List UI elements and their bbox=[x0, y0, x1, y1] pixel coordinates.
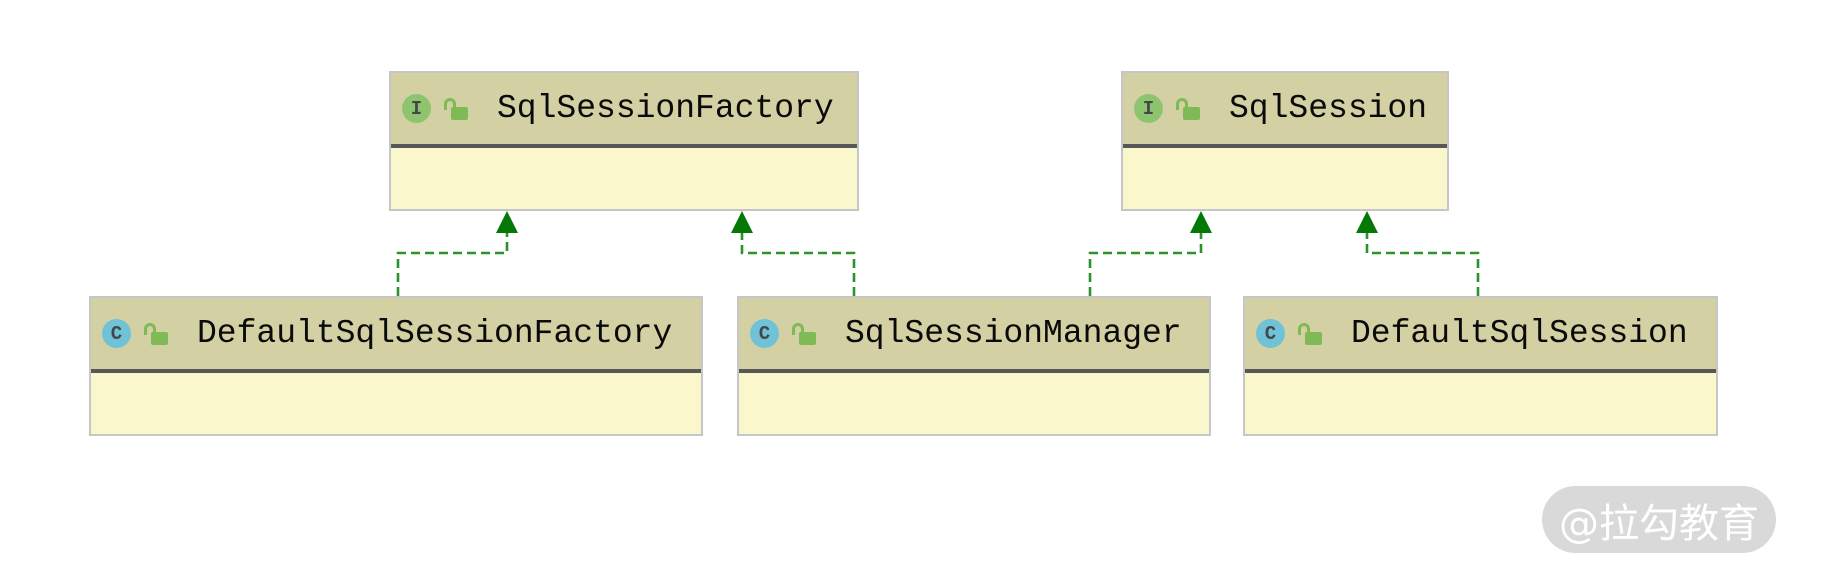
triangle-arrowhead-icon bbox=[1356, 211, 1378, 233]
unlocked-icon bbox=[444, 97, 468, 120]
unlocked-icon bbox=[144, 322, 168, 345]
node-title-bar: C DefaultSqlSessionFactory bbox=[91, 298, 701, 373]
uml-node-defaultsqlsessionfactory[interactable]: C DefaultSqlSessionFactory bbox=[89, 296, 703, 436]
implements-edge-sqlsessionmanager-to-sqlsession[interactable] bbox=[1088, 211, 1212, 296]
triangle-arrowhead-icon bbox=[496, 211, 518, 233]
lock-body bbox=[799, 331, 816, 345]
interface-icon: I bbox=[402, 94, 431, 123]
unlocked-icon bbox=[1298, 322, 1322, 345]
node-label: SqlSessionFactory bbox=[497, 90, 834, 127]
implements-edge-sqlsessionmanager-to-sqlsessionfactory[interactable] bbox=[731, 211, 856, 296]
lock-body bbox=[1305, 331, 1322, 345]
node-title-bar: C DefaultSqlSession bbox=[1245, 298, 1716, 373]
class-icon: C bbox=[102, 319, 131, 348]
members-compartment bbox=[1123, 148, 1447, 209]
implements-edge-defaultsqlsessionfactory-to-sqlsessionfactory[interactable] bbox=[396, 211, 518, 296]
lock-shackle bbox=[792, 322, 804, 335]
unlocked-icon bbox=[1176, 97, 1200, 120]
class-icon: C bbox=[750, 319, 779, 348]
implements-edge-defaultsqlsession-to-sqlsession[interactable] bbox=[1356, 211, 1480, 296]
node-title-bar: I SqlSession bbox=[1123, 73, 1447, 148]
lock-shackle bbox=[1176, 97, 1188, 110]
node-label: DefaultSqlSessionFactory bbox=[197, 315, 673, 352]
watermark-text: @拉勾教育 bbox=[1559, 500, 1759, 547]
uml-node-sqlsessionfactory[interactable]: I SqlSessionFactory bbox=[389, 71, 859, 211]
uml-node-sqlsessionmanager[interactable]: C SqlSessionManager bbox=[737, 296, 1211, 436]
node-title-bar: I SqlSessionFactory bbox=[391, 73, 857, 148]
interface-icon: I bbox=[1134, 94, 1163, 123]
triangle-arrowhead-icon bbox=[731, 211, 753, 233]
edge-line bbox=[740, 231, 856, 296]
unlocked-icon bbox=[792, 322, 816, 345]
edge-line bbox=[1365, 231, 1480, 296]
node-label: DefaultSqlSession bbox=[1351, 315, 1688, 352]
lock-shackle bbox=[444, 97, 456, 110]
members-compartment bbox=[739, 373, 1209, 434]
uml-node-sqlsession[interactable]: I SqlSession bbox=[1121, 71, 1449, 211]
members-compartment bbox=[391, 148, 857, 209]
uml-node-defaultsqlsession[interactable]: C DefaultSqlSession bbox=[1243, 296, 1718, 436]
watermark-badge: @拉勾教育 bbox=[1542, 486, 1776, 553]
lock-shackle bbox=[1298, 322, 1310, 335]
triangle-arrowhead-icon bbox=[1190, 211, 1212, 233]
edge-line bbox=[396, 231, 509, 296]
node-label: SqlSessionManager bbox=[845, 315, 1182, 352]
class-icon: C bbox=[1256, 319, 1285, 348]
lock-body bbox=[151, 331, 168, 345]
node-label: SqlSession bbox=[1229, 90, 1428, 127]
lock-shackle bbox=[144, 322, 156, 335]
lock-body bbox=[451, 106, 468, 120]
node-title-bar: C SqlSessionManager bbox=[739, 298, 1209, 373]
members-compartment bbox=[1245, 373, 1716, 434]
lock-body bbox=[1183, 106, 1200, 120]
edge-line bbox=[1088, 231, 1203, 296]
members-compartment bbox=[91, 373, 701, 434]
